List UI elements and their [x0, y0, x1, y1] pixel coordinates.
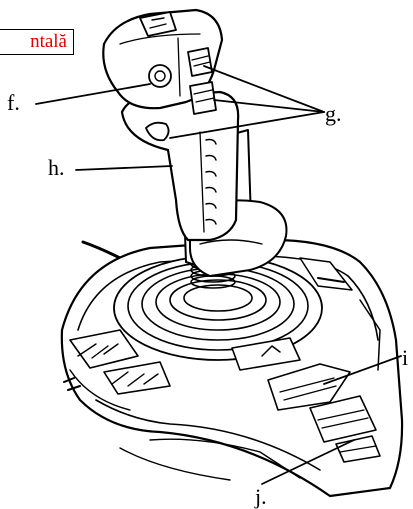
leader-line-j	[261, 439, 355, 485]
leader-line-g1	[203, 65, 325, 113]
trigger	[145, 121, 170, 142]
title-box-text: ntală	[30, 31, 67, 52]
leader-line-g2	[213, 99, 325, 113]
grip-finger-notches	[205, 138, 217, 225]
hat-switch	[139, 11, 177, 37]
leader-line-h	[75, 165, 173, 171]
base-buttons-right	[309, 395, 377, 443]
leader-line-f	[35, 83, 151, 105]
cable	[81, 240, 122, 260]
leader-line-i	[323, 355, 402, 385]
leader-line-g3	[169, 111, 325, 139]
head-button-f	[148, 64, 172, 88]
label-i: i	[402, 345, 409, 370]
leader-lines	[35, 65, 402, 485]
label-h: h.	[48, 155, 65, 180]
label-g: g.	[325, 101, 342, 126]
stick-grip	[120, 90, 240, 242]
label-f: f.	[7, 90, 20, 115]
label-j: j.	[255, 484, 267, 509]
title-box: ntală	[0, 29, 74, 55]
head-button-g	[187, 47, 213, 77]
